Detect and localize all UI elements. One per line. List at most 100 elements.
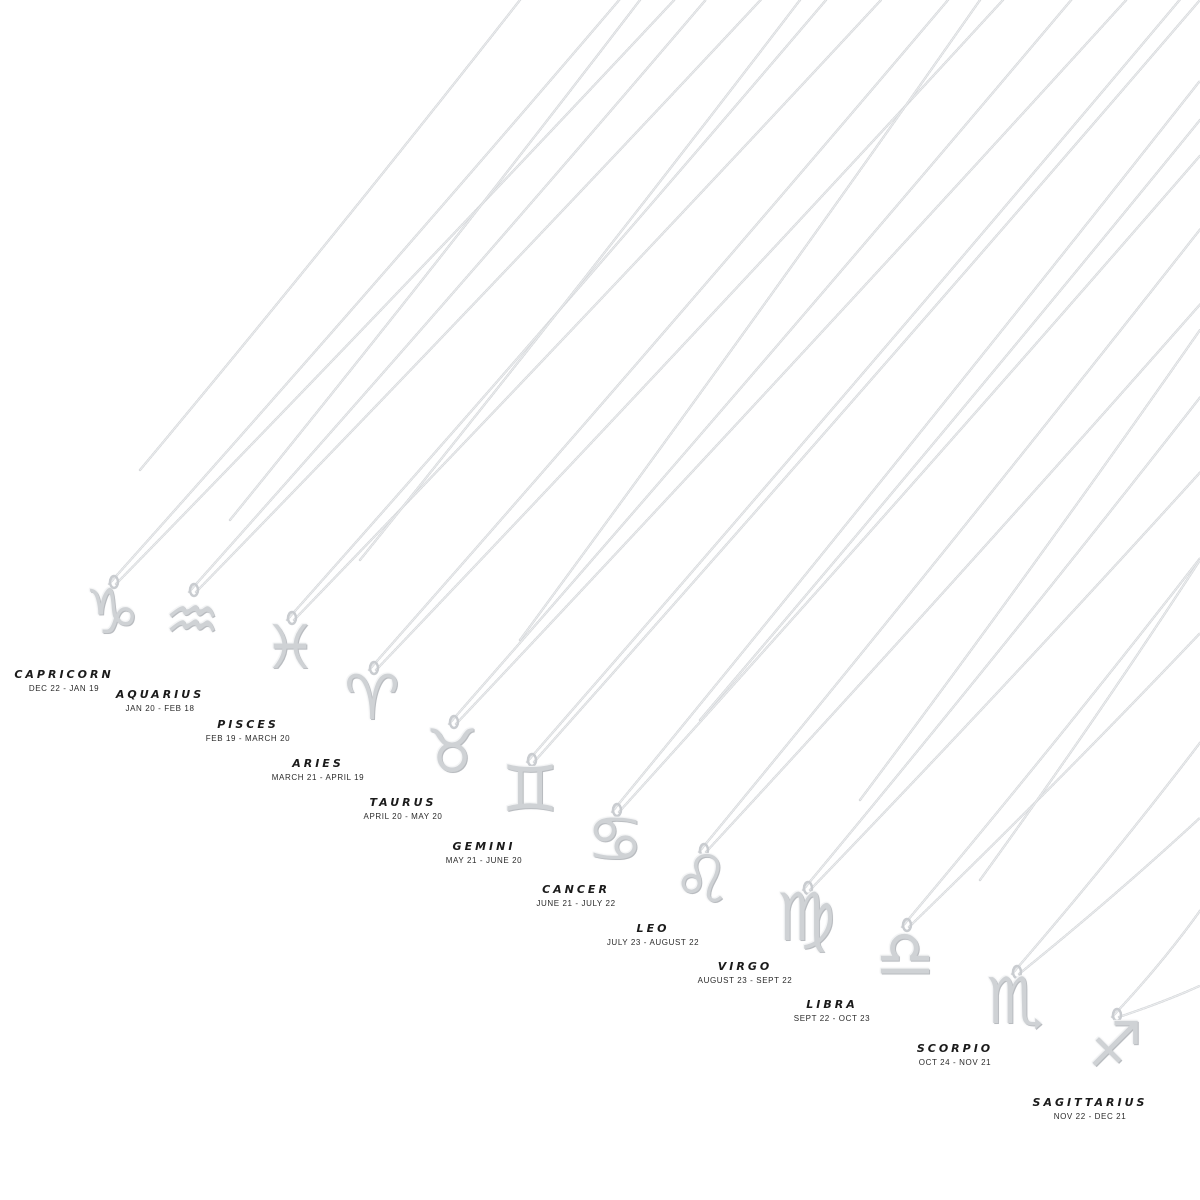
sign-label-leo: LEO JULY 23 - AUGUST 22 (607, 922, 699, 947)
chain-strand-extra-3-highlight (519, 0, 981, 641)
leo-glyph-icon: ♌︎ (672, 841, 732, 918)
pendant-bail (1111, 1007, 1123, 1023)
chain-strand-a-4-highlight (448, 0, 1072, 725)
chain-strand-extra-4-highlight (699, 119, 1200, 721)
sign-label-libra: LIBRA SEPT 22 - OCT 23 (794, 998, 870, 1023)
sign-dates: MARCH 21 - APRIL 19 (271, 773, 365, 782)
chain-strand-a-11 (1110, 909, 1200, 1019)
chain-strand-b-1-highlight (195, 0, 761, 593)
chain-strand-extra-5 (858, 328, 1200, 802)
sign-label-sagittarius: SAGITTARIUS NOV 22 - DEC 21 (1033, 1096, 1148, 1121)
sign-dates: AUGUST 23 - SEPT 22 (697, 976, 793, 985)
chain-strand-a-3-highlight (368, 0, 949, 671)
chain-strand-extra-6 (978, 558, 1200, 882)
sign-dates: JUNE 21 - JULY 22 (536, 899, 616, 908)
sign-dates: FEB 19 - MARCH 20 (205, 734, 291, 743)
pendant-bail (802, 880, 814, 896)
sign-name: AQUARIUS (115, 688, 205, 701)
chain-strand-b-5-highlight (533, 0, 1200, 763)
sign-label-gemini: GEMINI MAY 21 - JUNE 20 (446, 840, 522, 865)
sign-dates: SEPT 22 - OCT 23 (793, 1014, 871, 1023)
sign-name: SCORPIO (916, 1042, 994, 1055)
pendant-bail (368, 660, 380, 676)
chain-strand-a-10-highlight (1011, 742, 1200, 975)
sign-name: CAPRICORN (14, 668, 114, 681)
sign-name: LEO (636, 922, 670, 935)
chain-strand-b-2-highlight (293, 0, 882, 621)
chain-strand-a-9 (900, 557, 1200, 929)
chain-strand-b-0-highlight (115, 0, 675, 585)
pendant-bail (611, 802, 623, 818)
chain-strand-b-4-highlight (455, 0, 1127, 725)
sign-label-aquarius: AQUARIUS JAN 20 - FEB 18 (116, 688, 204, 713)
capricorn-glyph-icon: ♑︎ (84, 575, 140, 648)
sign-dates: JULY 23 - AUGUST 22 (606, 938, 700, 947)
chain-strand-a-1-highlight (188, 0, 706, 593)
chain-strand-a-7 (697, 228, 1200, 854)
pendant-bail (901, 917, 913, 933)
sign-label-pisces: PISCES FEB 19 - MARCH 20 (206, 718, 290, 743)
chain-strand-extra-3 (518, 0, 982, 642)
chain-strand-a-11-highlight (1111, 910, 1200, 1018)
pendant-bail (286, 610, 298, 626)
chain-strand-a-0-highlight (108, 0, 620, 585)
sign-dates: APRIL 20 - MAY 20 (363, 812, 443, 821)
virgo-glyph-icon: ♍︎ (776, 879, 836, 956)
pendant-bail (448, 714, 460, 730)
chain-strand-a-0 (107, 0, 621, 586)
scorpio-glyph-icon: ♏︎ (986, 965, 1044, 1039)
chain-strand-a-2 (285, 0, 828, 622)
chain-strand-b-10-highlight (1018, 817, 1200, 975)
chain-strand-extra-2 (358, 0, 802, 562)
libra-glyph-icon: ♎︎ (875, 916, 935, 993)
sign-name: LIBRA (806, 998, 858, 1011)
pendant-bail (188, 582, 200, 598)
chain-strand-a-5-highlight (526, 0, 1180, 763)
sign-dates: JAN 20 - FEB 18 (125, 704, 195, 713)
cancer-glyph-icon: ♋︎ (586, 803, 644, 877)
sign-name: SAGITTARIUS (1032, 1096, 1148, 1109)
sign-label-scorpio: SCORPIO OCT 24 - NOV 21 (917, 1042, 993, 1067)
chain-strand-b-7 (704, 303, 1200, 854)
chain-strand-b-8-highlight (809, 472, 1200, 891)
sagittarius-glyph-icon: ♐︎ (1087, 1008, 1143, 1081)
chain-strand-extra-2-highlight (359, 0, 801, 561)
chain-strand-extra-4 (698, 118, 1200, 722)
chain-strand-a-8 (801, 396, 1200, 892)
sign-dates: NOV 22 - DEC 21 (1053, 1112, 1127, 1121)
aquarius-glyph-icon: ♒︎ (164, 583, 220, 656)
chain-strand-a-8-highlight (802, 397, 1200, 891)
chain-strand-a-9-highlight (901, 558, 1200, 928)
sign-name: TAURUS (369, 796, 437, 809)
chain-strand-extra-0-highlight (139, 0, 521, 471)
chain-strand-a-3 (367, 0, 950, 672)
pendant-bail (526, 752, 538, 768)
sign-dates: OCT 24 - NOV 21 (918, 1058, 992, 1067)
chain-strand-b-9 (907, 632, 1200, 929)
sign-label-capricorn: CAPRICORN DEC 22 - JAN 19 (14, 668, 113, 693)
sign-name: PISCES (217, 718, 279, 731)
chain-strand-a-6-highlight (611, 80, 1200, 813)
chain-strand-b-6-highlight (618, 155, 1200, 813)
sign-name: CANCER (542, 883, 610, 896)
chain-strand-a-1 (187, 0, 707, 594)
sign-dates: MAY 21 - JUNE 20 (445, 856, 523, 865)
pisces-glyph-icon: ♓︎ (263, 613, 317, 683)
pendant-bail (1011, 964, 1023, 980)
sign-label-taurus: TAURUS APRIL 20 - MAY 20 (364, 796, 443, 821)
chain-strand-b-7-highlight (705, 304, 1200, 853)
pendant-bail (698, 842, 710, 858)
chain-strand-a-5 (525, 0, 1181, 764)
chain-strand-b-1 (194, 0, 762, 594)
chain-strand-a-10 (1010, 741, 1200, 976)
chain-strand-a-6 (610, 79, 1200, 814)
sign-name: GEMINI (452, 840, 516, 853)
gemini-glyph-icon: ♊︎ (501, 753, 559, 827)
sign-dates: DEC 22 - JAN 19 (28, 684, 100, 693)
chain-strand-a-7-highlight (698, 229, 1200, 853)
sign-name: VIRGO (717, 960, 773, 973)
chain-strand-extra-0 (138, 0, 522, 472)
chain-strand-extra-1-highlight (229, 0, 641, 521)
